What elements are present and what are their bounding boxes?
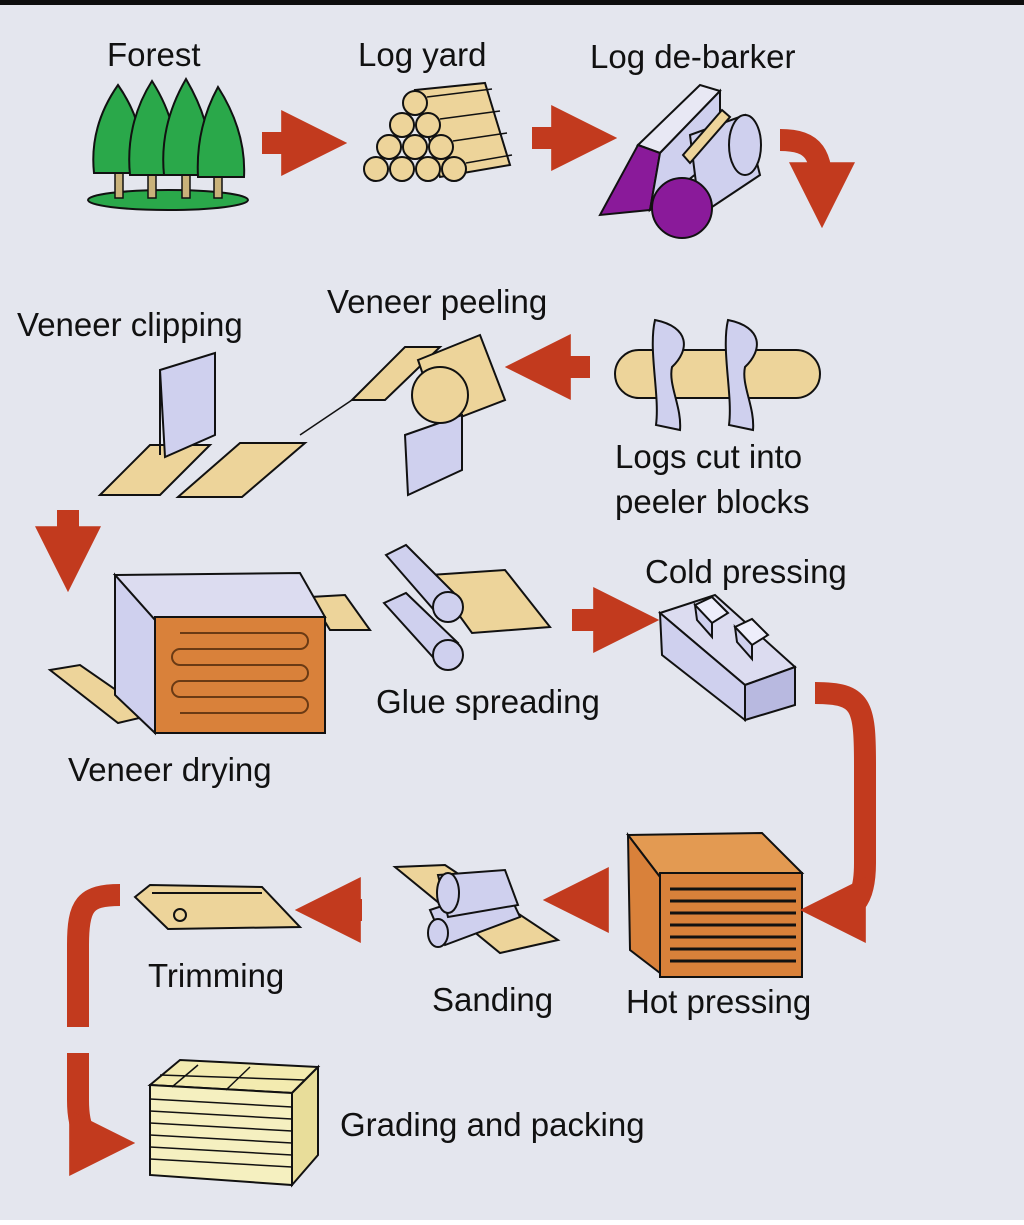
label-veneer-peeling: Veneer peeling [327, 283, 548, 320]
flow-arrows [35, 105, 876, 1176]
debarker-machine-icon [598, 83, 762, 239]
label-veneer-drying: Veneer drying [68, 751, 272, 788]
label-grading-packing: Grading and packing [340, 1106, 645, 1143]
sander-icon [392, 863, 561, 955]
hot-press-icon [626, 831, 805, 978]
plywood-stack-icon [147, 1058, 321, 1188]
arrow-cold-to-hot [799, 682, 876, 943]
label-trimming: Trimming [148, 957, 285, 994]
forest-trees-icon [87, 77, 249, 211]
veneer-peeling-icon [299, 333, 507, 497]
peeler-block-icon [614, 318, 821, 432]
label-veneer-clipping: Veneer clipping [17, 306, 243, 343]
label-sanding: Sanding [432, 981, 554, 1018]
glue-spreader-icon [382, 543, 552, 671]
arrow-to-grading [67, 1053, 136, 1176]
log-pile-icon [363, 81, 513, 182]
arrow-debarker-to-peeler [779, 129, 855, 229]
label-hot-pressing: Hot pressing [626, 983, 812, 1020]
label-log-debarker: Log de-barker [590, 38, 796, 75]
label-log-yard: Log yard [358, 36, 487, 73]
arrow-trimming-down [67, 884, 121, 1027]
label-logs-cut-line1: Logs cut into [615, 438, 803, 475]
cold-press-icon [657, 593, 797, 723]
veneer-clipping-icon [97, 351, 308, 498]
trimming-table-icon [133, 883, 303, 931]
label-cold-pressing: Cold pressing [645, 553, 847, 590]
diagram-artwork [35, 77, 876, 1188]
label-logs-cut-line2: peeler blocks [615, 483, 810, 520]
veneer-dryer-icon [47, 571, 372, 736]
label-glue-spreading: Glue spreading [376, 683, 600, 720]
label-forest: Forest [107, 36, 201, 73]
